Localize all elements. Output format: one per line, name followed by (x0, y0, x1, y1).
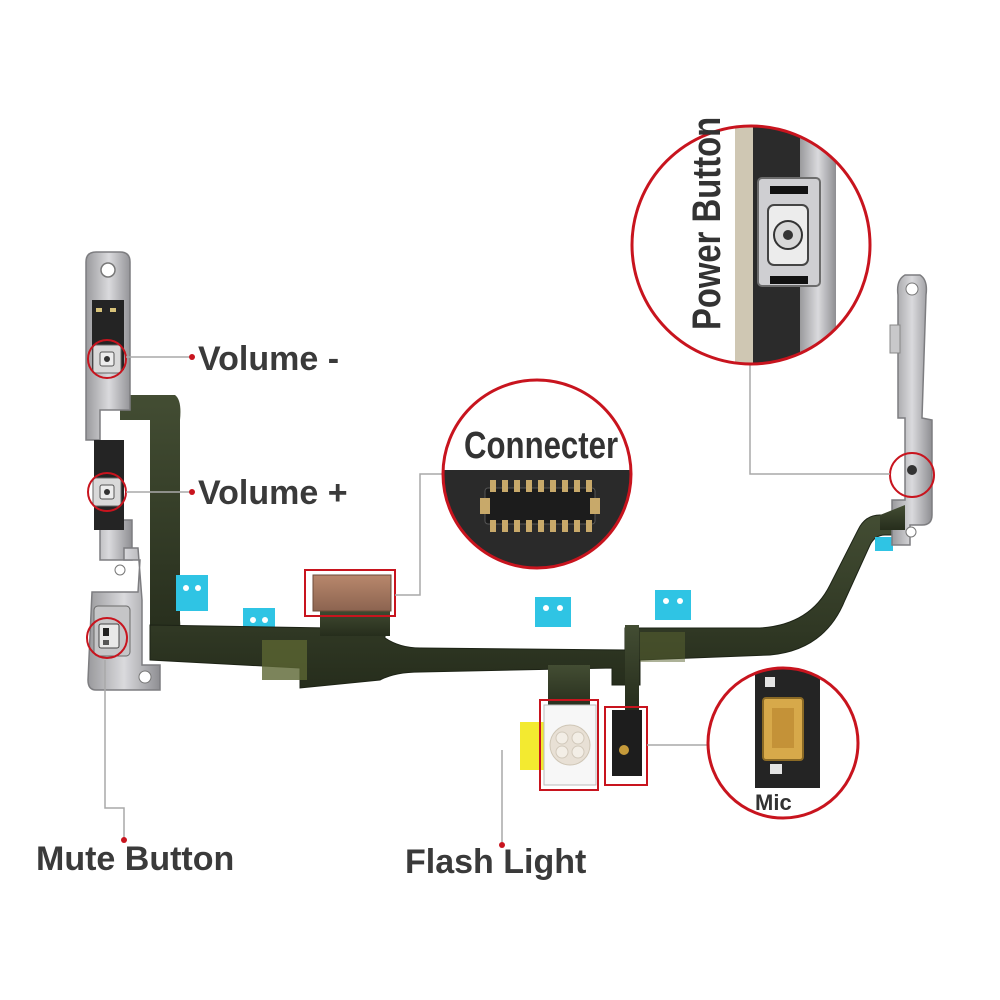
volume-minus-label: Volume - (198, 340, 340, 378)
highlight-marks (86, 339, 935, 791)
leader-lines (104, 356, 890, 842)
right-bracket-assembly (880, 274, 933, 546)
left-bracket-assembly (85, 251, 275, 691)
power-button-label: Power Button (685, 116, 729, 331)
connecter-zoom (441, 378, 633, 570)
mute-button-label: Mute Button (36, 840, 235, 878)
power-button-zoom (630, 124, 872, 366)
connecter-label: Connecter (464, 425, 619, 467)
connector-stiffener (312, 574, 392, 612)
mic-zoom (706, 666, 860, 820)
flash-and-mic (520, 704, 642, 786)
volume-plus-label: Volume + (198, 474, 348, 512)
main-flex-cable (149, 514, 911, 710)
mic-label: Mic (755, 790, 792, 815)
leader-dots (121, 354, 505, 848)
flash-light-label: Flash Light (405, 843, 587, 881)
